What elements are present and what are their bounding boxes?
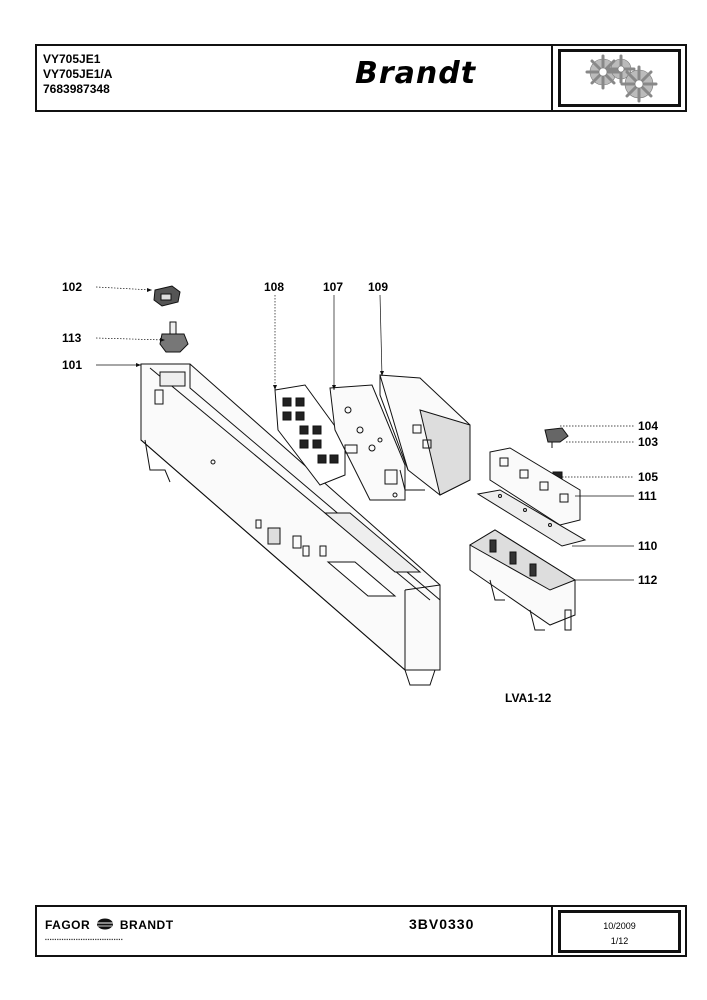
pcb-housing-part <box>379 374 471 496</box>
callout-label: 102 <box>62 280 83 294</box>
gears-icon <box>585 54 658 103</box>
callout-label: 108 <box>264 280 285 294</box>
callout-label: 104 <box>638 419 659 433</box>
document-date: 10/2009 <box>603 921 636 931</box>
circuit-board-part <box>329 384 406 501</box>
company-name-right: BRANDT <box>119 918 174 932</box>
company-tagline-illegible: ▪▪▪▪▪▪▪▪▪▪▪▪▪▪▪▪▪▪▪▪▪▪▪▪▪▪▪▪▪▪▪▪▪ <box>45 937 124 943</box>
callout-label: 105 <box>638 470 659 484</box>
date-page-box: 10/2009 1/12 <box>558 910 681 953</box>
exploded-view-drawing <box>95 285 634 686</box>
header-divider <box>551 46 553 110</box>
knob-shaft-part <box>159 321 189 353</box>
model-number: VY705JE1/A <box>43 67 113 81</box>
button-bracket-part <box>489 447 581 526</box>
model-number: VY705JE1 <box>43 52 101 66</box>
knob-cap-part <box>153 285 181 307</box>
button-clip-part <box>544 427 569 448</box>
page-number: 1/12 <box>610 936 629 946</box>
key-matrix-part <box>274 384 346 486</box>
callout-label: 101 <box>62 358 83 372</box>
callout-label: 112 <box>638 573 658 587</box>
callout-label: 103 <box>638 435 659 449</box>
callout-label: 113 <box>62 331 82 345</box>
header-box: VY705JE1 VY705JE1/A 7683987348 Brandt <box>35 44 687 112</box>
drawing-reference: LVA1-12 <box>505 691 552 705</box>
gears-logo-box <box>558 49 681 107</box>
model-number: 7683987348 <box>43 82 110 96</box>
company-name-left: FAGOR <box>45 918 91 932</box>
document-number: 3BV0330 <box>409 916 475 932</box>
callout-label: 111 <box>638 489 657 503</box>
callout-label: 109 <box>368 280 389 294</box>
footer-box: FAGOR BRANDT ▪▪▪▪▪▪▪▪▪▪▪▪▪▪▪▪▪▪▪▪▪▪▪▪▪▪▪… <box>35 905 687 957</box>
selector-module-part <box>469 529 577 631</box>
fagorbrandt-globe-icon <box>97 918 114 930</box>
footer-divider <box>551 907 553 955</box>
company-logo: FAGOR BRANDT <box>45 918 174 932</box>
brand-logo-text: Brandt <box>355 56 477 91</box>
model-list: VY705JE1 VY705JE1/A 7683987348 <box>43 52 112 97</box>
callout-label: 110 <box>638 539 658 553</box>
contact-strip-part <box>476 489 587 547</box>
control-panel-part <box>140 363 441 686</box>
callout-label: 107 <box>323 280 344 294</box>
